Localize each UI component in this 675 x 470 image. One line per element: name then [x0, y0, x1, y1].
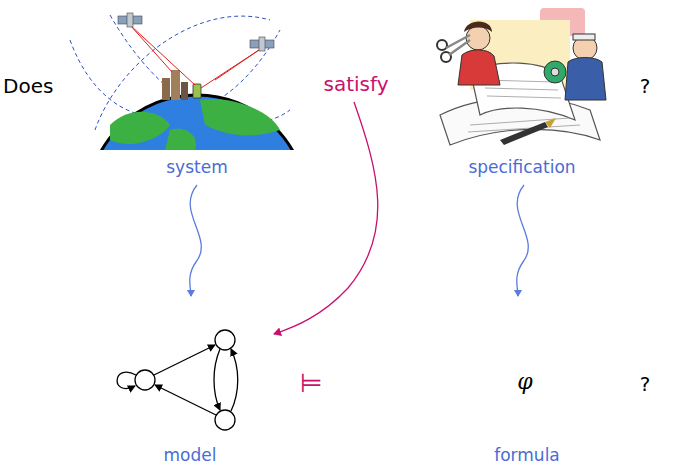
lead-word: Does	[3, 75, 53, 97]
system-illustration	[70, 13, 307, 315]
formula-symbol: φ	[517, 370, 532, 394]
abstraction-arrow	[190, 185, 202, 296]
specification-illustration	[437, 8, 606, 145]
caption: system	[166, 158, 227, 177]
relation-word: satisfy	[323, 73, 388, 95]
satisfaction-symbol: ⊨	[300, 369, 323, 398]
question-mark: ?	[640, 75, 651, 97]
abstraction-arrow	[517, 185, 529, 296]
caption: formula	[494, 446, 560, 465]
caption: specification	[468, 158, 575, 177]
question-mark: ?	[640, 373, 651, 395]
model-graph	[117, 330, 238, 430]
satisfy-arrow	[274, 102, 378, 334]
caption: model	[164, 446, 217, 465]
